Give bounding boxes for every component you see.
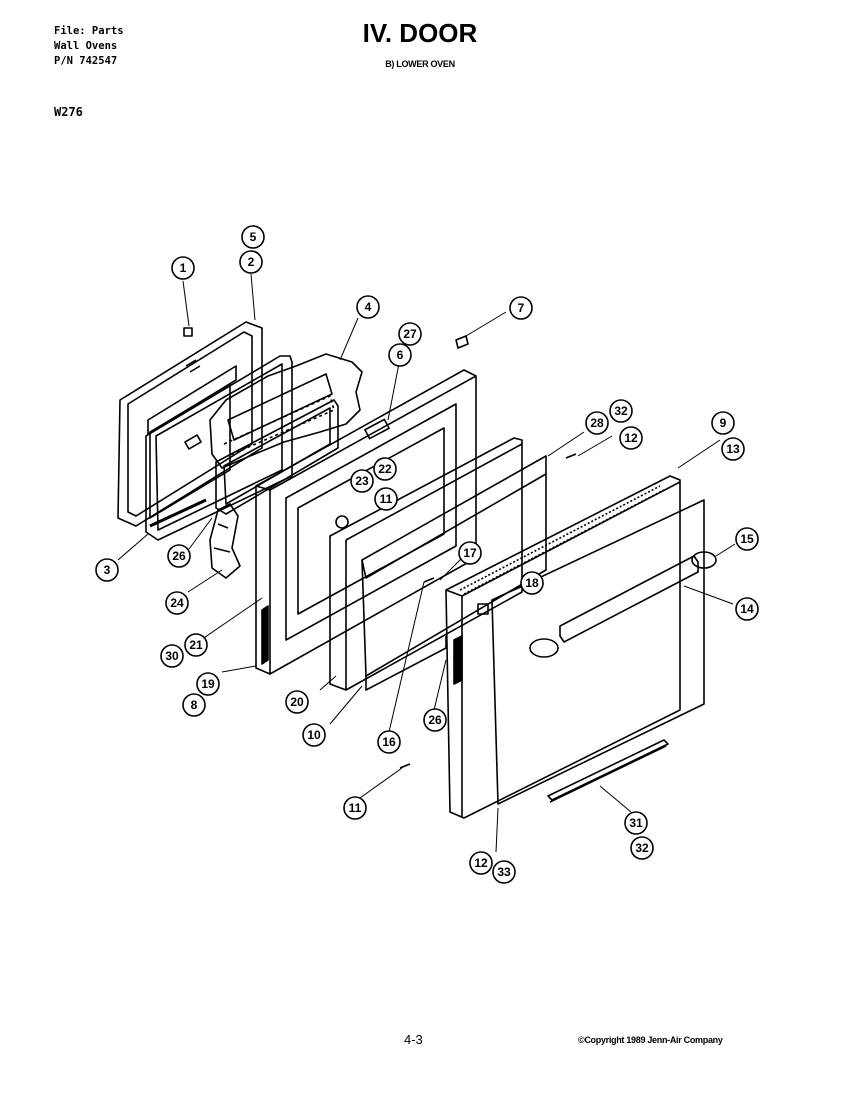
part-number-line: P/N 742547	[54, 55, 118, 67]
svg-text:26: 26	[428, 713, 442, 727]
callout-26-left: 26	[167, 544, 191, 568]
svg-text:28: 28	[590, 416, 604, 430]
callout-24: 23	[350, 469, 374, 493]
callout-6: 6	[388, 343, 412, 367]
file-info: File: Parts Wall Ovens P/N 742547	[54, 24, 124, 69]
callout-30: 30	[160, 644, 184, 668]
callout-3: 3	[95, 558, 119, 582]
door-handle	[529, 551, 717, 658]
svg-text:6: 6	[397, 348, 404, 362]
svg-text:32: 32	[614, 404, 628, 418]
inner-door-liner	[117, 321, 263, 527]
glass-retainer-frame	[329, 437, 523, 691]
callout-20: 19	[196, 672, 220, 696]
insulation-blanket	[209, 353, 363, 579]
svg-text:5: 5	[250, 230, 257, 244]
svg-text:10: 10	[307, 728, 321, 742]
svg-text:32: 32	[635, 841, 649, 855]
callout-10: 10	[302, 723, 326, 747]
outer-door-panel	[477, 499, 705, 805]
svg-text:14: 14	[740, 602, 754, 616]
svg-text:9: 9	[720, 416, 727, 430]
svg-text:30: 30	[165, 649, 179, 663]
callout-12: 12	[469, 851, 493, 875]
svg-text:27: 27	[403, 327, 417, 341]
callout-11-bottom: 11	[343, 796, 367, 820]
page-subtitle: B) LOWER OVEN	[385, 59, 455, 69]
svg-text:18: 18	[525, 576, 539, 590]
svg-text:24: 24	[170, 596, 184, 610]
svg-text:11: 11	[380, 492, 393, 506]
callout-32: 32	[609, 399, 633, 423]
leader-lines	[117, 273, 736, 853]
svg-text:2: 2	[248, 255, 255, 269]
callout-15: 14	[735, 597, 759, 621]
svg-text:4: 4	[365, 300, 372, 314]
door-glass-panel	[361, 455, 547, 691]
svg-text:20: 20	[290, 695, 304, 709]
page-title: IV. DOOR	[362, 18, 478, 48]
callout-25: 24	[165, 591, 189, 615]
callout-4: 4	[356, 295, 380, 319]
callout-9: 9	[711, 411, 735, 435]
svg-text:33: 33	[497, 865, 511, 879]
svg-text:23: 23	[355, 474, 369, 488]
svg-text:12: 12	[624, 431, 638, 445]
svg-text:13: 13	[726, 442, 740, 456]
callout-21: 20	[285, 690, 309, 714]
svg-text:31: 31	[629, 816, 643, 830]
svg-text:15: 15	[740, 532, 754, 546]
callout-5: 5	[241, 225, 265, 249]
svg-text:12: 12	[474, 856, 488, 870]
callout-7: 7	[509, 296, 533, 320]
svg-text:11: 11	[349, 801, 362, 815]
inner-door-panel	[255, 369, 477, 675]
svg-text:8: 8	[191, 698, 198, 712]
callout-1: 1	[171, 256, 195, 280]
callout-16: 15	[735, 527, 759, 551]
svg-text:21: 21	[189, 638, 203, 652]
hardware	[183, 327, 577, 769]
callout-17: 16	[377, 730, 401, 754]
outer-door-frame	[445, 475, 681, 819]
callout-33: 33	[492, 860, 516, 884]
callout-31: 31	[624, 811, 648, 835]
callout-23: 22	[373, 457, 397, 481]
bottom-trim	[547, 739, 669, 803]
callout-27: 27	[398, 322, 422, 346]
svg-text:7: 7	[518, 301, 525, 315]
callout-8: 8	[182, 693, 206, 717]
copyright-notice: ©Copyright 1989 Jenn-Air Company	[578, 1035, 723, 1045]
svg-text:22: 22	[378, 462, 392, 476]
svg-text:16: 16	[382, 735, 396, 749]
svg-text:17: 17	[463, 546, 477, 560]
model-number: W276	[54, 105, 83, 119]
callout-18: 17	[458, 541, 482, 565]
callout-19: 18	[520, 571, 544, 595]
callout-13: 12	[619, 426, 643, 450]
callout-22: 21	[184, 633, 208, 657]
svg-text:26: 26	[172, 549, 186, 563]
callout-26-right: 26	[423, 708, 447, 732]
door-gasket	[145, 355, 293, 541]
callout-28: 28	[585, 411, 609, 435]
callout-11-top: 11	[374, 487, 398, 511]
callout-2: 2	[239, 250, 263, 274]
callout-markers: 1 5 2 4 7 27 6 28 32 12 9 13 22 23 11 15…	[95, 225, 759, 884]
callout-14: 13	[721, 437, 745, 461]
callout-32-bottom: 32	[630, 836, 654, 860]
svg-text:3: 3	[104, 563, 111, 577]
page-number: 4-3	[404, 1032, 423, 1047]
file-line: File: Parts	[54, 25, 124, 37]
svg-text:19: 19	[201, 677, 215, 691]
svg-text:1: 1	[180, 261, 187, 275]
category-line: Wall Ovens	[54, 40, 118, 52]
